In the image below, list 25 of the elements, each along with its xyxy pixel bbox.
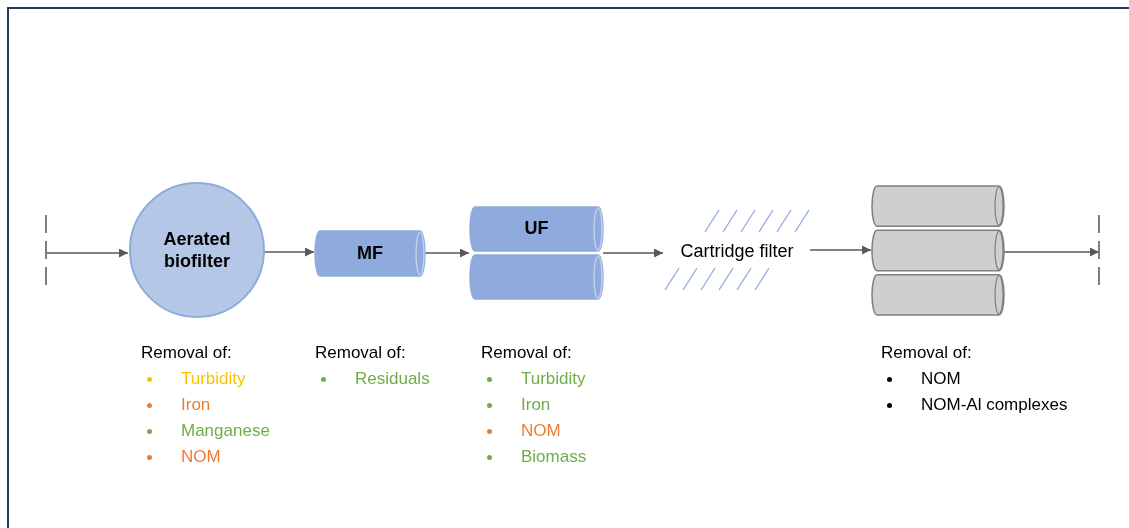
removal-item: Turbidity: [521, 369, 586, 389]
arrow: [424, 248, 470, 258]
arrow: [264, 247, 315, 257]
removal-item: Iron: [521, 395, 551, 415]
node-label: UF: [524, 217, 549, 240]
removal-item: Manganese: [181, 421, 270, 441]
arrow: [602, 248, 664, 258]
node-label: Cartridge filter: [680, 239, 794, 263]
removal-item: NOM: [521, 421, 561, 441]
node-label: Aerated biofilter: [162, 227, 232, 273]
removal-item: Turbidity: [181, 369, 246, 389]
arrow: [45, 248, 129, 258]
removal-item: NOM-Al complexes: [921, 395, 1068, 415]
removal-item: Residuals: [355, 369, 430, 389]
removal-heading: Removal of:: [481, 343, 572, 363]
removal-heading: Removal of:: [315, 343, 406, 363]
node-label: MF: [357, 242, 383, 265]
removal-item: Iron: [181, 395, 211, 415]
removal-heading: Removal of:: [141, 343, 232, 363]
removal-heading: Removal of:: [881, 343, 972, 363]
removal-item: NOM: [921, 369, 961, 389]
arrow: [1003, 247, 1100, 257]
arrow: [809, 245, 872, 255]
removal-item: NOM: [181, 447, 221, 467]
removal-item: Biomass: [521, 447, 587, 467]
